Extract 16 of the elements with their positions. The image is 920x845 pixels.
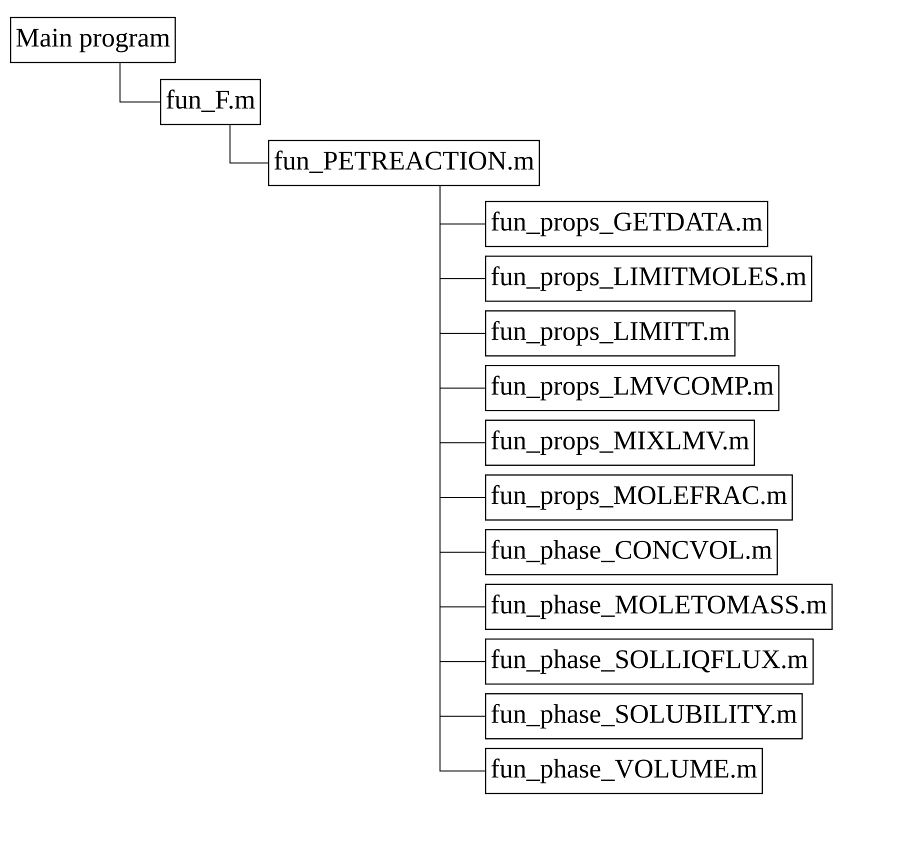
file-box: Main program bbox=[10, 16, 176, 64]
file-box: fun_props_MOLEFRAC.m bbox=[485, 474, 793, 521]
file-box: fun_PETREACTION.m bbox=[268, 140, 540, 186]
file-box: fun_props_MIXLMV.m bbox=[485, 420, 755, 466]
file-box: fun_phase_VOLUME.m bbox=[485, 748, 763, 794]
file-box: fun_phase_SOLLIQFLUX.m bbox=[485, 638, 814, 685]
file-box: fun_props_LMVCOMP.m bbox=[485, 364, 780, 412]
connector-line bbox=[230, 124, 268, 164]
file-box: fun_props_LIMITT.m bbox=[485, 310, 736, 356]
file-box: fun_props_LIMITMOLES.m bbox=[485, 256, 812, 302]
file-box: fun_F.m bbox=[160, 78, 261, 126]
file-box: fun_props_GETDATA.m bbox=[485, 200, 768, 248]
connector-line bbox=[120, 62, 160, 102]
file-box: fun_phase_SOLUBILITY.m bbox=[485, 693, 803, 740]
file-box: fun_phase_CONCVOL.m bbox=[485, 529, 778, 576]
file-box: fun_phase_MOLETOMASS.m bbox=[485, 584, 833, 630]
